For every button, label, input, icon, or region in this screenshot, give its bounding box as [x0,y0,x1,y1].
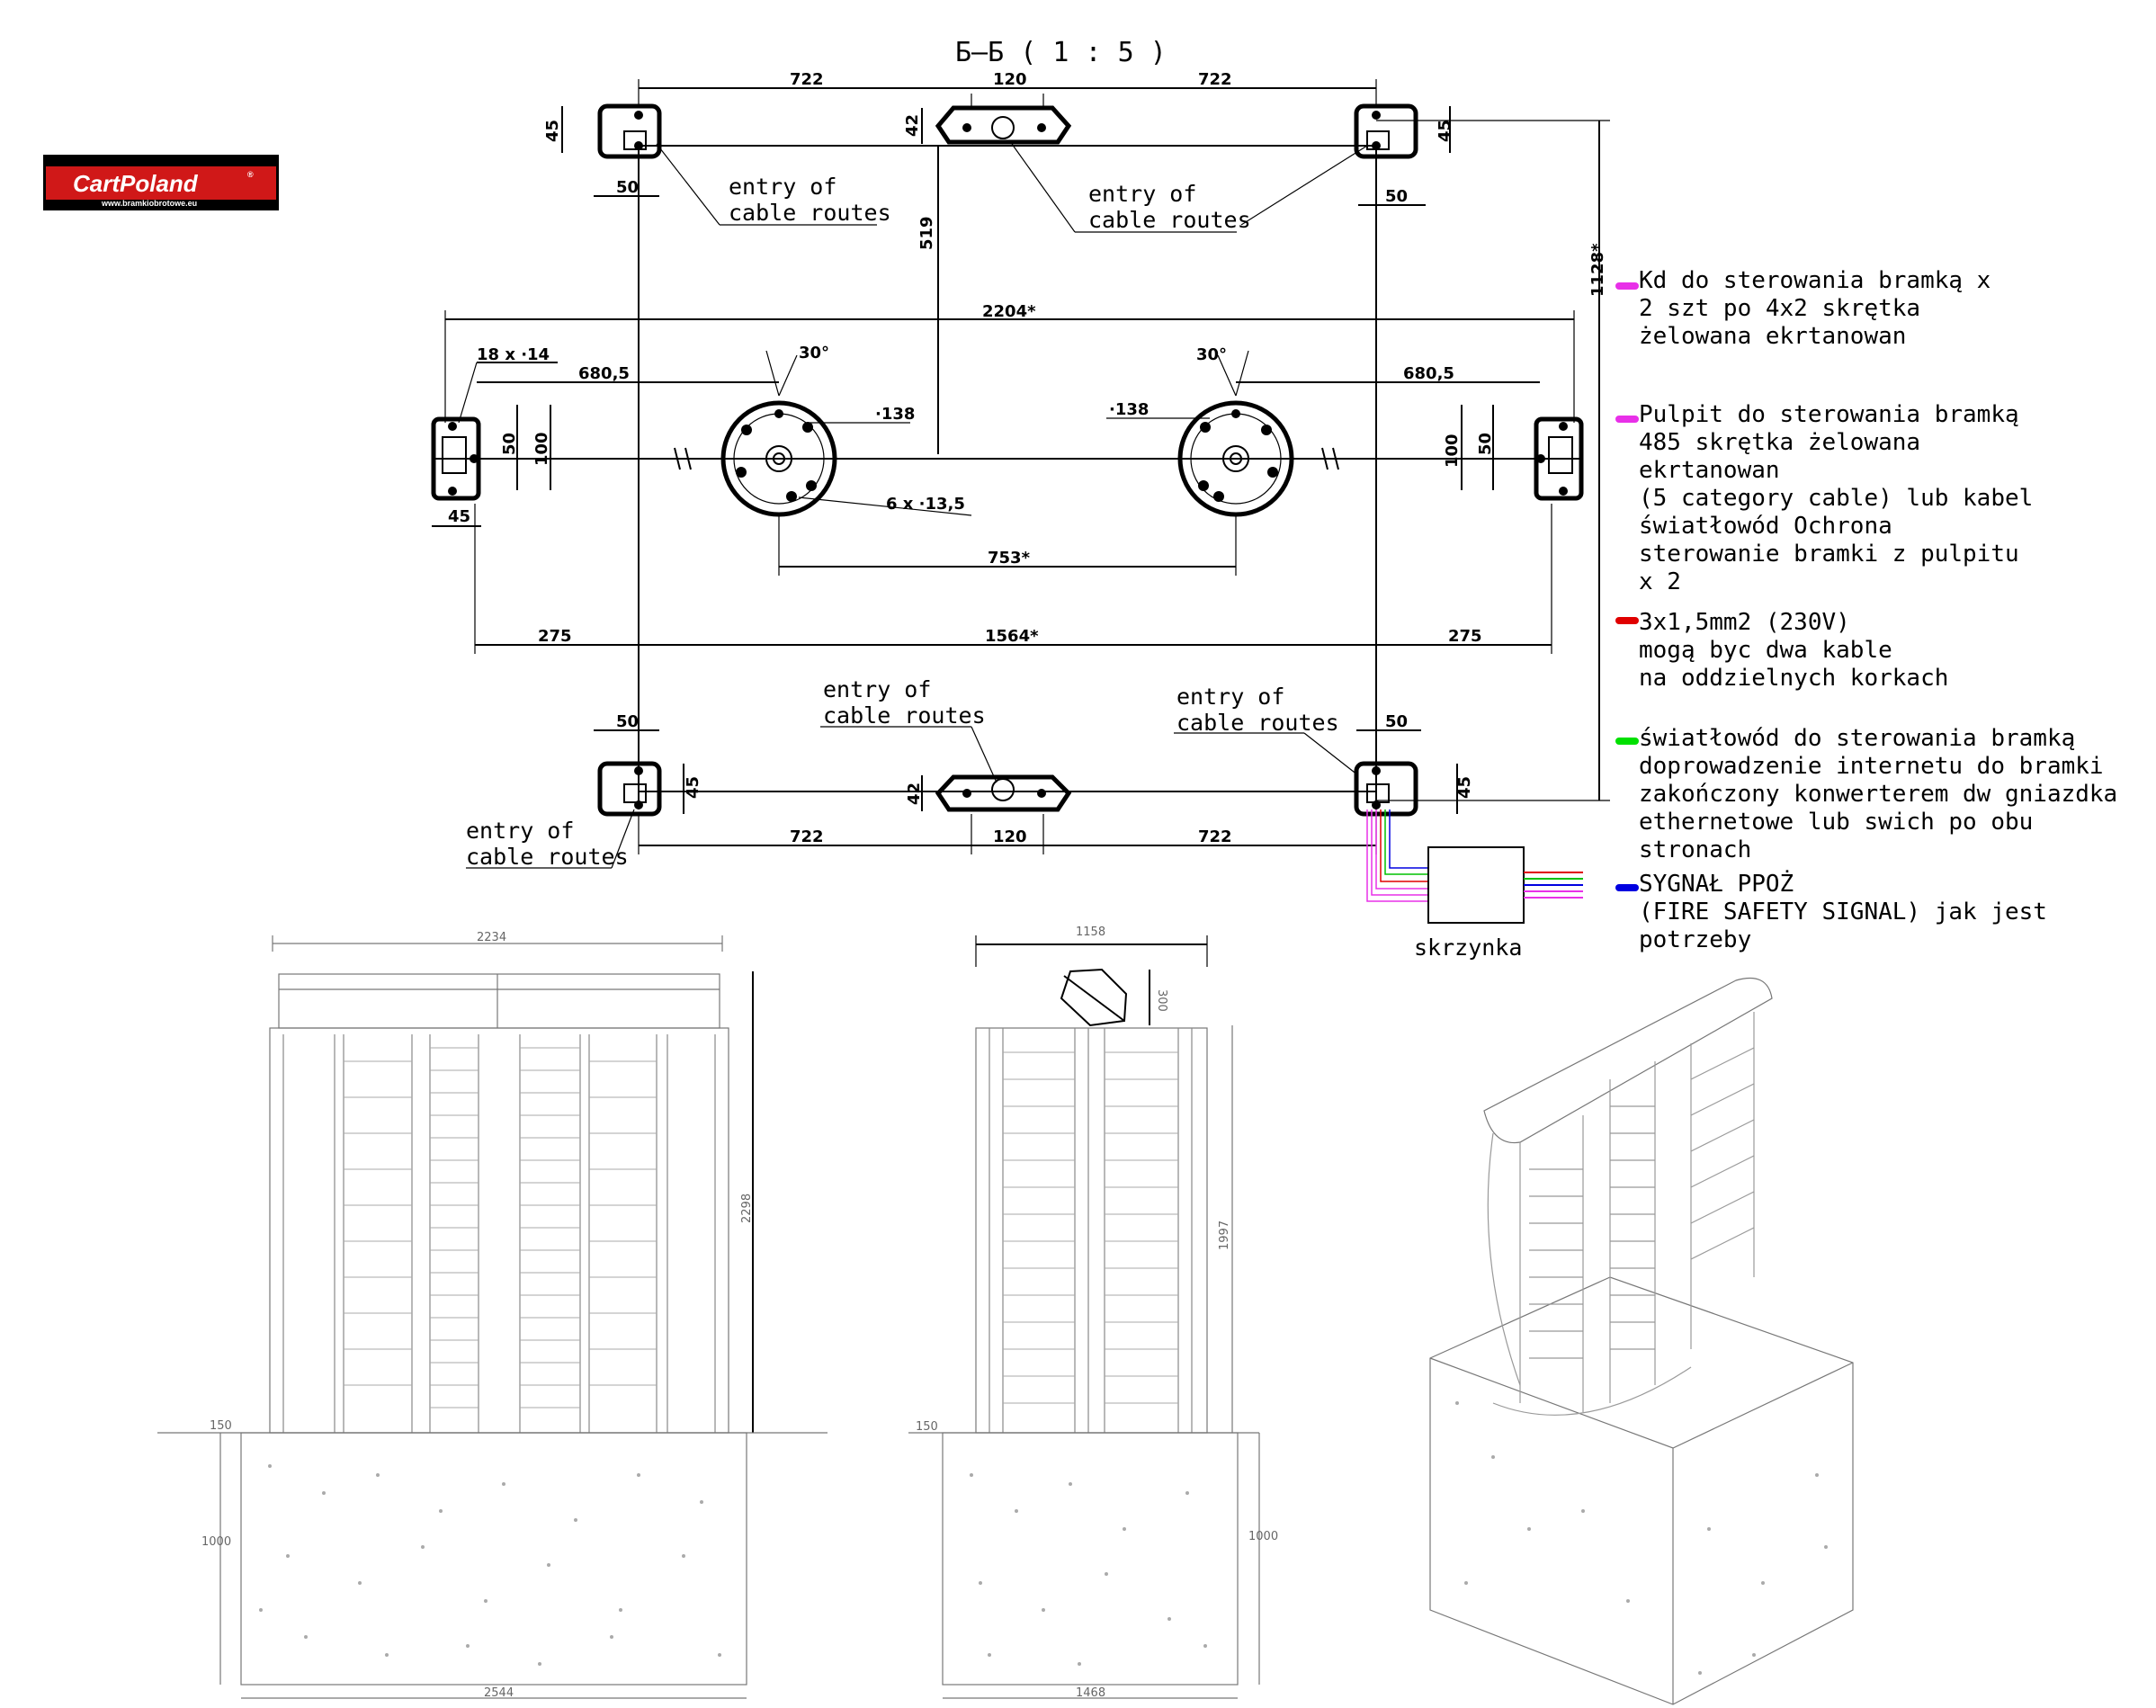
legend-text-2: Pulpit do sterowania bramką 485 skrętka … [1639,401,2034,595]
side-elevation: 1158 300 1997 150 1000 1468 [908,926,1278,1700]
dim-top-right-height: 45 [1436,120,1454,142]
dim-top-right-width: 50 [1385,187,1408,206]
logo-brand: CartPoland [73,170,199,197]
callout-top-center-1: entry of [1088,181,1196,207]
dim-right-offset: 680,5 [1403,364,1454,383]
logo-url: www.bramkiobrotowe.eu [101,199,197,208]
logo-graphic: CartPoland ® www.bramkiobrotowe.eu [46,157,276,208]
dim-mid-1564: 1564* [985,627,1039,646]
bracket-bottom-right [1354,761,1418,817]
callout-top-center-2: cable routes [1088,207,1251,233]
dim-plate-small-right: 50 [1476,433,1495,455]
dim-bottom-center-width: 120 [993,827,1027,846]
cable-bundle [1366,809,1428,902]
iso-foundation [1429,1276,1854,1705]
logo-trademark: ® [247,170,254,179]
dim-side-base: 1468 [1076,1686,1105,1700]
callout-bottom-center-2: cable routes [823,702,986,729]
dim-left-offset: 680,5 [578,364,630,383]
dim-plate-large-left: 100 [532,432,551,466]
dim-top-left-height: 45 [543,120,562,142]
dim-plate-large-right: 100 [1443,434,1462,468]
front-concrete-texture [259,1464,721,1666]
callout-top-left-2: cable routes [729,200,891,226]
callout-top-left-1: entry of [729,174,836,200]
dim-top-center-width: 120 [993,70,1027,89]
dim-519: 519 [917,216,936,250]
bracket-bottom-center [935,774,1072,812]
legend-mark-3 [1615,617,1639,624]
dim-side-width: 1158 [1076,926,1105,939]
callout-bottom-center-1: entry of [823,676,931,702]
dim-diameter-right: ·138 [1109,400,1149,419]
bracket-top-center [935,105,1072,145]
bracket-top-right [1354,103,1418,159]
legend-text-1: Kd do sterowania bramką x 2 szt po 4x2 s… [1639,267,1991,350]
front-foundation [240,1432,747,1686]
dim-holes: 18 x ·14 [477,345,550,364]
plan-view: 722 120 722 45 45 50 50 42 519 1128* 220… [431,70,1610,961]
dim-front-width: 2234 [477,931,506,944]
legend-text-5: SYGNAŁ PPOŻ (FIRE SAFETY SIGNAL) jak jes… [1639,871,2047,953]
callout-bottom-left-2: cable routes [466,844,629,870]
dim-front-150: 150 [210,1419,232,1433]
bracket-top-left [597,103,662,159]
legend-mark-2 [1615,416,1639,423]
dim-plate-width: 45 [448,507,470,526]
dim-side-1000: 1000 [1248,1530,1278,1543]
dim-bottom-center-height: 42 [905,782,924,805]
dim-top-right-spacing: 722 [1198,70,1232,89]
dim-bottom-left-height: 45 [684,776,702,799]
front-elevation: 2234 2298 150 1000 2544 [157,931,828,1700]
dim-overall-width: 2204* [982,302,1036,321]
dim-right-275: 275 [1448,627,1482,646]
dim-top-left-width: 50 [616,178,639,197]
bracket-bottom-left [597,761,662,817]
front-bars [344,1047,657,1408]
legend-mark-1 [1615,282,1639,290]
dim-diameter-left: ·138 [875,405,915,424]
callout-bottom-right-1: entry of [1176,684,1284,710]
callout-bottom-left-1: entry of [466,818,574,844]
dim-side-height: 1997 [1218,1221,1231,1250]
legend-mark-5 [1615,884,1639,891]
dim-front-height: 2298 [740,1194,754,1223]
isometric-view [1429,977,1854,1705]
dim-bottom-right-width: 50 [1385,712,1408,731]
dim-top-left-spacing: 722 [790,70,824,89]
legend-mark-4 [1615,738,1639,745]
callout-bottom-right-2: cable routes [1176,710,1339,736]
dim-bottom-right-spacing: 722 [1198,827,1232,846]
side-foundation [942,1432,1239,1686]
logo: CartPoland ® www.bramkiobrotowe.eu [43,155,279,210]
junction-box [1427,846,1525,924]
dim-angle-left: 30° [799,344,829,362]
junction-box-label: skrzynka [1414,934,1522,961]
drawing-title: Б–Б ( 1 : 5 ) [955,37,1167,68]
dim-front-1000: 1000 [201,1535,231,1549]
dim-bottom-left-spacing: 722 [790,827,824,846]
dim-left-275: 275 [538,627,572,646]
legend-text-4: światłowód do sterowania bramką doprowad… [1639,725,2118,863]
legend-text-3: 3x1,5mm2 (230V) mogą byc dwa kable na od… [1639,609,1949,692]
iso-roof [1483,977,1773,1144]
dim-plate-small-left: 50 [500,433,519,455]
dim-bottom-right-height: 45 [1455,776,1474,799]
dim-front-base: 2544 [484,1686,514,1700]
dim-center-bracket-height: 42 [903,114,922,137]
dim-bottom-left-width: 50 [616,712,639,731]
dim-side-300: 300 [1155,989,1168,1012]
dim-bolt-holes: 6 x ·13,5 [886,495,965,514]
dim-overall-height: 1128* [1588,243,1607,297]
dim-angle-right: 30° [1196,345,1227,364]
dim-side-150: 150 [916,1420,938,1434]
dim-center-spacing: 753* [988,549,1031,568]
